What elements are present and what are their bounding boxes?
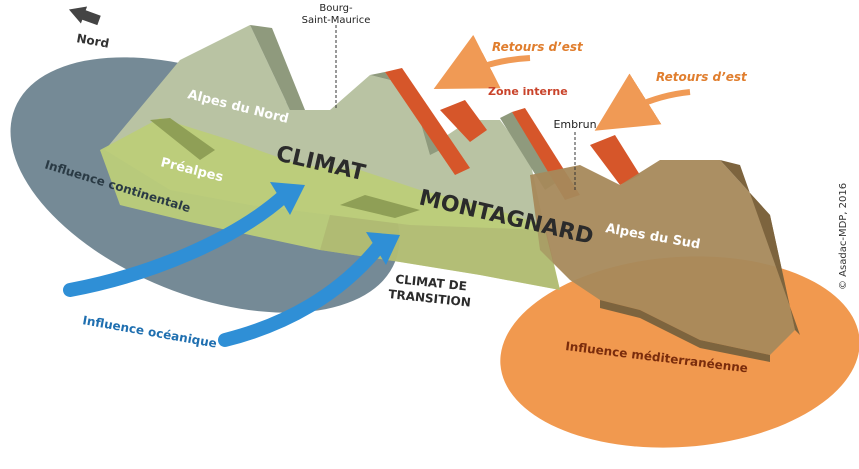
bourg-label-line1: Bourg- xyxy=(319,3,353,14)
north-label: Nord xyxy=(75,31,110,50)
oceanique-label: Influence océanique xyxy=(81,313,217,350)
alps-south-bottom xyxy=(600,300,770,362)
alps-north-side xyxy=(250,25,305,110)
zone-interne-block-1 xyxy=(385,68,470,175)
prealpes-ridge xyxy=(150,118,215,160)
alps-north-ridge-2 xyxy=(500,112,560,190)
ocean-arrow-1 xyxy=(63,188,292,297)
retours-label-2: Retours d’est xyxy=(656,70,748,84)
credit-label: © Asadac-MDP, 2016 xyxy=(838,183,849,290)
bourg-label-line2: Saint-Maurice xyxy=(302,15,371,26)
ocean-arrow-2 xyxy=(218,238,387,347)
zone-interne-block-2 xyxy=(440,100,487,142)
ocean-arrow-2-head xyxy=(366,232,400,265)
retour-arrow-1 xyxy=(433,34,531,89)
alps-south-block xyxy=(530,160,795,355)
north-arrow-icon xyxy=(68,6,101,26)
zone-interne-block-4 xyxy=(590,135,640,185)
prealpes-ridge-2 xyxy=(340,195,420,218)
ocean-arrow-1-head xyxy=(270,182,305,215)
zone-interne-label: Zone interne xyxy=(488,85,568,98)
embrun-label: Embrun xyxy=(553,118,596,131)
retours-label-1: Retours d’est xyxy=(492,40,584,54)
retour-arrow-2 xyxy=(594,73,691,131)
